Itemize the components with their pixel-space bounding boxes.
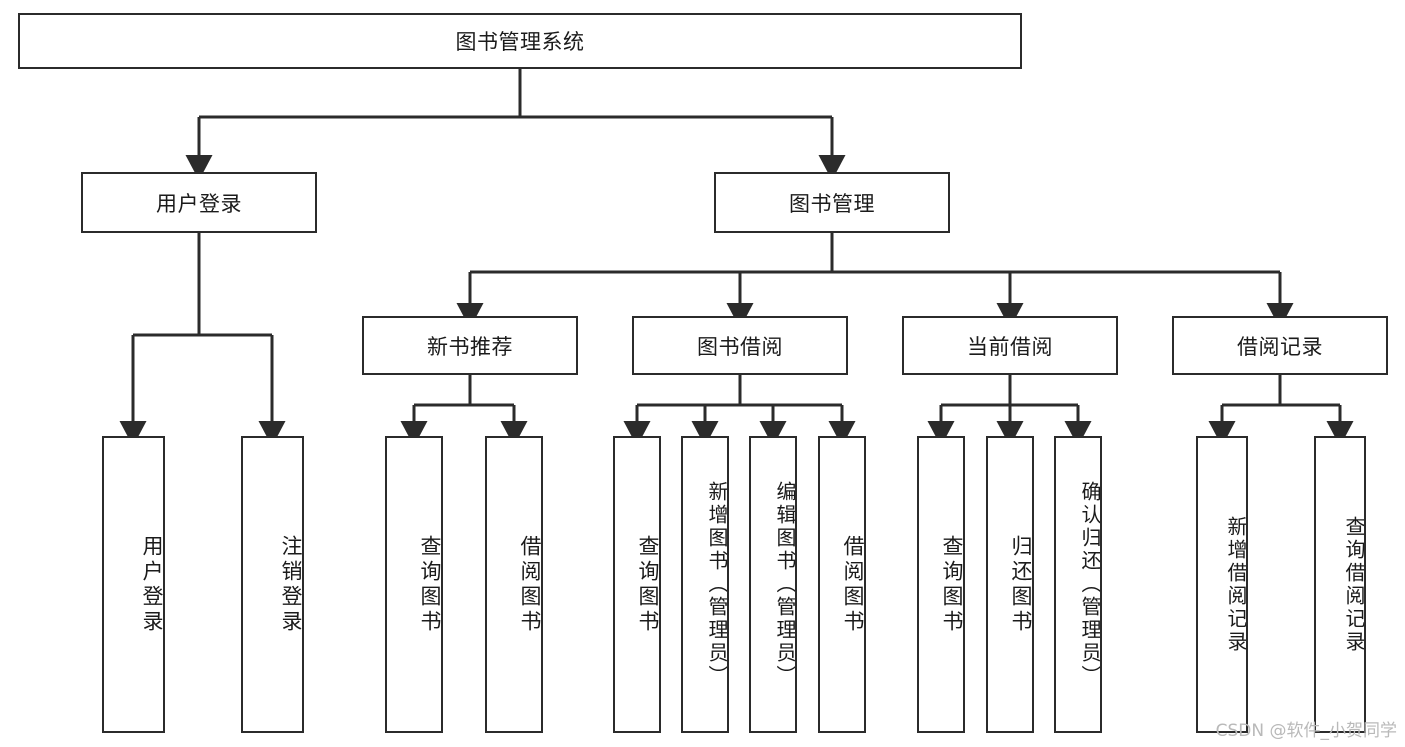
leaf-record-add-borrow-record[interactable]: 新增借阅记录 <box>1196 436 1248 733</box>
leaf-borrow-query-books[interactable]: 查询图书 <box>613 436 661 733</box>
leaf-current-confirm-return-admin[interactable]: 确认归还（管理员） <box>1054 436 1102 733</box>
leaf-current-return-books[interactable]: 归还图书 <box>986 436 1034 733</box>
node-book-management[interactable]: 图书管理 <box>714 172 950 233</box>
node-new-book-recommend[interactable]: 新书推荐 <box>362 316 578 375</box>
leaf-borrow-edit-book-admin[interactable]: 编辑图书（管理员） <box>749 436 797 733</box>
leaf-borrow-add-book-admin[interactable]: 新增图书（管理员） <box>681 436 729 733</box>
node-current-borrow[interactable]: 当前借阅 <box>902 316 1118 375</box>
leaf-new-book-query-books[interactable]: 查询图书 <box>385 436 443 733</box>
node-borrow-record[interactable]: 借阅记录 <box>1172 316 1388 375</box>
leaf-borrow-borrow-books[interactable]: 借阅图书 <box>818 436 866 733</box>
node-book-borrow[interactable]: 图书借阅 <box>632 316 848 375</box>
csdn-watermark: CSDN @软件_小贺同学 <box>1215 721 1397 741</box>
node-root-system[interactable]: 图书管理系统 <box>18 13 1022 69</box>
leaf-user-login[interactable]: 用户登录 <box>102 436 165 733</box>
leaf-logout[interactable]: 注销登录 <box>241 436 304 733</box>
leaf-current-query-books[interactable]: 查询图书 <box>917 436 965 733</box>
leaf-new-book-borrow-books[interactable]: 借阅图书 <box>485 436 543 733</box>
leaf-record-query-borrow-record[interactable]: 查询借阅记录 <box>1314 436 1366 733</box>
node-user-login[interactable]: 用户登录 <box>81 172 317 233</box>
